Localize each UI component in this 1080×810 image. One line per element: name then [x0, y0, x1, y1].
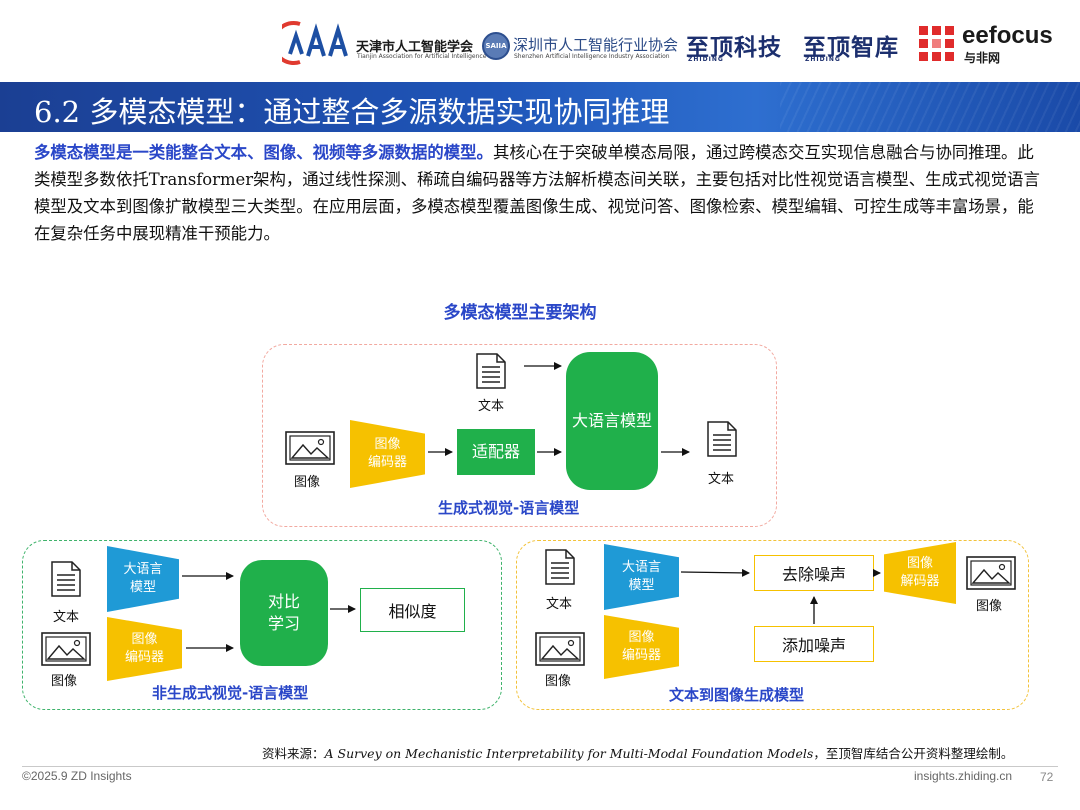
generative-vlm-caption: 生成式视觉-语言模型	[438, 499, 580, 517]
source-prefix: 资料来源：	[262, 746, 325, 761]
con-llm-line1: 大语言	[123, 562, 163, 577]
t2i-llm-line1: 大语言	[621, 560, 661, 575]
eefocus-logo-name: eefocus	[962, 22, 1053, 49]
footer-website: insights.zhiding.cn	[914, 769, 1013, 783]
shenzhen-association-en: Shenzhen Artificial Intelligence Industr…	[514, 53, 670, 60]
source-note: 资料来源：A Survey on Mechanistic Interpretab…	[262, 743, 1013, 762]
document-icon	[476, 353, 506, 389]
con-text-label: 文本	[53, 610, 80, 625]
text2image-panel	[516, 540, 1029, 710]
intro-body: 其核心在于突破单模态局限，通过跨模态交互实现信息融合与协同推理。此类模型多数依托…	[34, 143, 1040, 243]
con-encoder-line1: 图像	[131, 632, 158, 647]
t2i-encoder-line1: 图像	[628, 630, 655, 645]
t2i-add-noise-label: 添加噪声	[781, 636, 846, 655]
footer-divider	[22, 766, 1058, 767]
gen-image-input-label: 图像	[294, 475, 321, 490]
page-title: 6.2 多模态模型：通过整合多源数据实现协同推理	[34, 95, 670, 129]
gen-encoder-line1: 图像	[374, 437, 401, 452]
nongenerative-vlm-panel	[22, 540, 502, 710]
zhiding-think-sub: ZHIDING	[805, 56, 841, 63]
con-contrast-line2: 学习	[267, 614, 300, 633]
t2i-encoder-line2: 编码器	[621, 648, 661, 663]
con-llm-line2: 模型	[129, 580, 156, 595]
con-encoder-line2: 编码器	[124, 650, 164, 665]
source-suffix: ，至顶智库结合公开资料整理绘制。	[813, 746, 1014, 761]
text2image-caption: 文本到图像生成模型	[669, 686, 805, 704]
t2i-denoise-label: 去除噪声	[781, 565, 846, 584]
gen-text-input-label: 文本	[478, 399, 505, 414]
image-icon	[966, 556, 1016, 590]
gen-encoder-line2: 编码器	[367, 455, 407, 470]
document-icon	[51, 561, 81, 597]
gen-llm-box: 大语言模型	[566, 352, 658, 490]
con-image-encoder: 图像编码器	[107, 617, 182, 681]
image-icon	[535, 632, 585, 666]
t2i-image-encoder: 图像编码器	[604, 615, 679, 679]
tianjin-association-name: 天津市人工智能学会	[356, 40, 474, 55]
image-icon	[41, 632, 91, 666]
t2i-decoder-line2: 解码器	[900, 574, 940, 589]
gen-llm-line1: 大语言	[571, 411, 620, 430]
gen-adapter-label: 适配器	[471, 442, 520, 461]
t2i-image-input-label: 图像	[545, 674, 572, 689]
t2i-decoder-line1: 图像	[906, 556, 933, 571]
zhiding-think-logo: 至顶智库	[803, 35, 899, 61]
shenzhen-association-name: 深圳市人工智能行业协会	[513, 36, 679, 54]
diagram-title: 多模态模型主要架构	[443, 303, 597, 323]
gen-adapter-box: 适配器	[457, 429, 535, 475]
gen-text-output-label: 文本	[708, 472, 735, 487]
tianjin-association-en: Tianjin Association for Artificial Intel…	[357, 53, 487, 60]
footer-copyright: ©2025.9 ZD Insights	[22, 769, 132, 783]
partner-logos: 天津市人工智能学会 Tianjin Association for Artifi…	[0, 0, 1080, 82]
caai-logo-icon	[282, 21, 348, 65]
con-contrast-line1: 对比	[267, 592, 300, 611]
eefocus-logo-cn: 与非网	[964, 51, 1001, 65]
title-banner: 6.2 多模态模型：通过整合多源数据实现协同推理	[0, 82, 1080, 132]
intro-paragraph: 多模态模型是一类能整合文本、图像、视频等多源数据的模型。其核心在于突破单模态局限…	[34, 139, 1050, 247]
saiia-logo-icon: SAIIA	[482, 32, 510, 60]
zhiding-tech-logo: 至顶科技	[686, 35, 782, 61]
t2i-llm-line2: 模型	[628, 578, 655, 593]
nongenerative-vlm-caption: 非生成式视觉-语言模型	[152, 684, 309, 702]
generative-vlm-panel	[262, 344, 777, 527]
t2i-denoise-box: 去除噪声	[754, 555, 874, 591]
zhiding-tech-sub: ZHIDING	[688, 56, 724, 63]
t2i-add-noise-box: 添加噪声	[754, 626, 874, 662]
source-paper: A Survey on Mechanistic Interpretability…	[324, 746, 814, 761]
document-icon	[545, 549, 575, 585]
t2i-text-label: 文本	[546, 597, 573, 612]
page-number: 72	[1040, 770, 1054, 784]
gen-llm-line2: 模型	[620, 411, 653, 430]
con-similarity-label: 相似度	[388, 602, 437, 621]
image-icon	[285, 431, 335, 465]
intro-highlight: 多模态模型是一类能整合文本、图像、视频等多源数据的模型。	[34, 143, 493, 162]
con-similarity-box: 相似度	[360, 588, 465, 632]
t2i-image-output-label: 图像	[976, 599, 1003, 614]
document-icon	[707, 421, 737, 457]
con-contrastive-box: 对比学习	[240, 560, 328, 666]
gen-image-encoder: 图像编码器	[350, 420, 425, 488]
con-image-label: 图像	[51, 674, 78, 689]
eefocus-logo-icon	[919, 26, 954, 61]
